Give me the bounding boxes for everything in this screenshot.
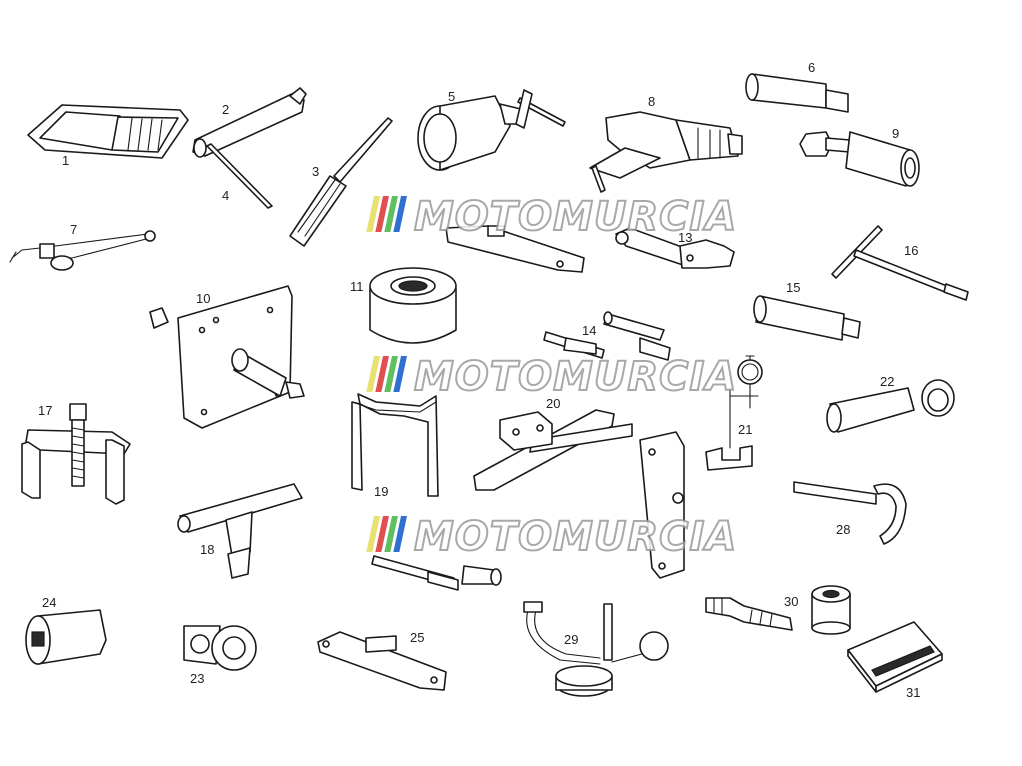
watermark-text: MOTOMURCIA	[414, 514, 737, 560]
watermark-stripe	[384, 196, 398, 232]
part-label: 14	[582, 323, 596, 338]
part-label: 31	[906, 685, 920, 700]
part-label: 4	[222, 188, 229, 203]
watermark-stripe	[366, 356, 380, 392]
watermark-stripe	[375, 356, 389, 392]
part-label: 20	[546, 396, 560, 411]
part-label: 24	[42, 595, 56, 610]
t-handle-key-icon	[831, 225, 969, 301]
flywheel-holder-icon	[183, 625, 257, 671]
part-label: 2	[222, 102, 229, 117]
hook-wrench-icon	[615, 227, 735, 269]
part-label: 19	[374, 484, 388, 499]
cable-tool-icon	[9, 230, 156, 271]
part-label: 16	[904, 243, 918, 258]
watermark-stripe	[393, 196, 407, 232]
watermark-stripe	[375, 516, 389, 552]
part-label: 22	[880, 374, 894, 389]
tommy-bar-icon	[206, 143, 273, 209]
dial-gauge-stand-icon	[705, 355, 763, 471]
part-label: 7	[70, 222, 77, 237]
watermark-stripe	[366, 196, 380, 232]
pin-punch-set-icon	[543, 311, 671, 361]
watermark: MOTOMURCIA	[366, 513, 737, 561]
bracket-fixture-icon	[351, 393, 439, 497]
bracket-plate-icon	[639, 431, 685, 579]
part-label: 28	[836, 522, 850, 537]
two-leg-puller-icon	[21, 403, 131, 505]
spacer-ring-icon	[705, 585, 851, 635]
part-label: 13	[678, 230, 692, 245]
watermark-stripe	[393, 356, 407, 392]
drift-sleeve-icon	[745, 73, 849, 113]
tool-pouch-icon	[27, 104, 189, 159]
pin-set-icon	[371, 555, 502, 591]
part-label: 29	[564, 632, 578, 647]
watermark-stripe	[393, 516, 407, 552]
part-label: 9	[892, 126, 899, 141]
part-label: 15	[786, 280, 800, 295]
watermark: MOTOMURCIA	[366, 353, 737, 401]
puller-socket-icon	[417, 89, 566, 171]
screwdriver-icon	[289, 117, 393, 247]
watermark-stripe	[366, 516, 380, 552]
part-label: 18	[200, 542, 214, 557]
bearing-sleeve-icon	[826, 379, 955, 433]
watermark-stripe	[375, 196, 389, 232]
part-label: 21	[738, 422, 752, 437]
part-label: 6	[808, 60, 815, 75]
watermark-stripe	[384, 356, 398, 392]
part-label: 10	[196, 291, 210, 306]
seal-installer-icon	[369, 267, 457, 344]
part-label: 1	[62, 153, 69, 168]
bolt-adapter-icon	[799, 131, 920, 187]
c-spanner-icon	[793, 481, 907, 545]
watermark-stripe	[384, 516, 398, 552]
watermark: MOTOMURCIA	[366, 193, 737, 241]
manual-book-icon	[847, 621, 943, 693]
bush-sleeve-icon	[753, 295, 861, 341]
alignment-jig-icon	[473, 409, 633, 491]
compression-tester-icon	[523, 601, 669, 697]
square-drive-socket-icon	[25, 609, 107, 665]
clamp-puller-icon	[589, 111, 743, 193]
part-label: 11	[350, 279, 364, 294]
part-label: 17	[38, 403, 52, 418]
support-plate-icon	[149, 285, 305, 429]
watermark-text: MOTOMURCIA	[414, 194, 737, 240]
t-handle-wrench-icon	[177, 483, 303, 579]
part-label: 8	[648, 94, 655, 109]
part-label: 25	[410, 630, 424, 645]
locking-bar-icon	[317, 631, 447, 691]
part-label: 23	[190, 671, 204, 686]
watermark-text: MOTOMURCIA	[414, 354, 737, 400]
box-spanner-icon	[192, 87, 307, 158]
part-label: 5	[448, 89, 455, 104]
part-label: 3	[312, 164, 319, 179]
part-label: 30	[784, 594, 798, 609]
plate-bar-icon	[445, 225, 585, 273]
